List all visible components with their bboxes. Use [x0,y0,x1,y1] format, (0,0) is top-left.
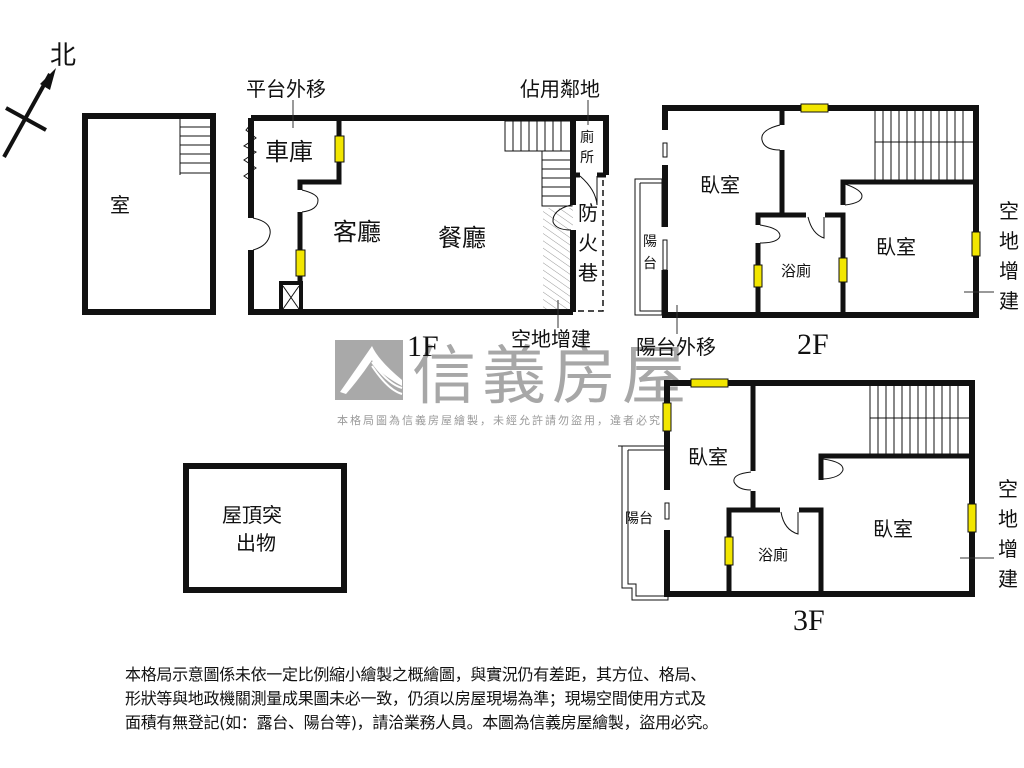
window-icon [334,135,345,163]
door-icon [301,189,319,213]
callout-2f-vacant-2: 地 [999,229,1019,253]
room-bedroom-2f-left: 臥室 [700,173,740,197]
brand-logo-icon [335,340,403,400]
window-icon [753,264,763,288]
floor-1-plan: 平台外移 佔用鄰地 車庫 客廳 餐廳 廁 所 防 火 巷 空地增建 1F [243,77,609,363]
door-icon [252,217,271,251]
window-icon [971,231,981,257]
room-bedroom-3f-right: 臥室 [873,517,913,541]
room-bedroom-3f-left: 臥室 [688,445,728,469]
door-icon [761,124,781,151]
basement-room-label: 室 [110,193,130,217]
room-bath-3f: 浴廁 [758,546,788,564]
disclaimer-line: 本格局示意圖係未依一定比例縮小繪製之概繪圖，與實況仍有差距，其方位、格局、 [125,665,706,684]
window-icon [838,257,848,283]
watermark: 信義房屋 本格局圖為信義房屋繪製，未經允許請勿盜用，違者必究 [335,340,692,427]
door-icon [552,204,572,231]
roof-protrusion-plan: 屋頂突 出物 [183,463,347,593]
callout-3f-vacant-3: 增 [998,537,1018,561]
north-label: 北 [50,41,76,71]
floor-2-plan: 臥室 臥室 浴廁 陽 台 陽台外移 空 地 增 建 2F [634,103,1019,361]
stairs-icon [504,120,573,207]
callout-2f-vacant-4: 建 [999,289,1019,313]
room-toilet-2: 所 [580,150,594,166]
door-icon [759,224,781,244]
roof-label-line1: 屋頂突 [222,503,282,527]
disclaimer-line: 形狀等與地政機關測量成果圖未必一致，仍須以房屋現場為準；現場空間使用方式及 [125,689,706,708]
watermark-notice: 本格局圖為信義房屋繪製，未經允許請勿盜用，違者必究 [337,413,662,427]
fire-lane-3: 巷 [578,261,598,285]
stairs-icon [874,111,973,180]
room-dining: 餐廳 [438,224,486,252]
watermark-brand: 信義房屋 [412,340,692,414]
window-icon [295,249,306,277]
floor-3-title: 3F [793,604,825,637]
door-icon [807,216,825,239]
stairs-icon [869,386,969,454]
callout-2f-vacant-3: 增 [999,259,1019,283]
callout-balcony-moved: 陽台外移 [636,335,716,359]
north-arrow-icon [40,68,56,90]
north-compass: 北 [2,41,76,158]
floor-3-plan: 臥室 臥室 浴廁 陽台 空 地 增 建 3F [618,378,1018,637]
room-toilet-1: 廁 [580,129,594,146]
roof-label-line2: 出物 [236,531,276,555]
window-icon [724,536,734,566]
callout-3f-vacant-2: 地 [998,507,1018,531]
door-icon [822,458,844,480]
callout-platform-moved: 平台外移 [246,77,326,101]
callout-occupy-neighbor-land: 佔用鄰地 [520,77,600,101]
window-icon [662,402,672,432]
callout-3f-vacant-4: 建 [998,567,1018,591]
door-icon [780,511,799,535]
window-icon [800,103,829,113]
disclaimer-text: 本格局示意圖係未依一定比例縮小繪製之概繪圖，與實況仍有差距，其方位、格局、 形狀… [125,663,925,735]
window-icon [967,503,977,533]
window-icon [690,378,729,388]
basement-plan: 室 [82,113,216,315]
fire-lane-2: 火 [578,231,598,255]
room-bath-2f: 浴廁 [781,262,811,280]
room-bedroom-2f-right: 臥室 [876,235,916,259]
disclaimer-line: 面積有無登記(如：露台、陽台等)，請洽業務人員。本圖為信義房屋繪製，盜用必究。 [125,713,718,732]
fire-lane-1: 防 [578,201,598,225]
floor-1-title: 1F [407,330,439,363]
room-living: 客廳 [333,218,381,246]
room-balcony-2f-2: 台 [643,256,657,272]
door-icon [844,183,863,206]
room-garage: 車庫 [265,138,313,166]
callout-2f-vacant-1: 空 [999,199,1019,223]
callout-vacant-land-addition: 空地增建 [511,327,591,351]
stairs-icon [179,116,211,175]
callout-3f-vacant-1: 空 [998,477,1018,501]
room-balcony-2f-1: 陽 [643,234,657,250]
floor-2-title: 2F [797,328,829,361]
room-balcony-3f: 陽台 [625,511,653,527]
door-icon [733,471,752,491]
